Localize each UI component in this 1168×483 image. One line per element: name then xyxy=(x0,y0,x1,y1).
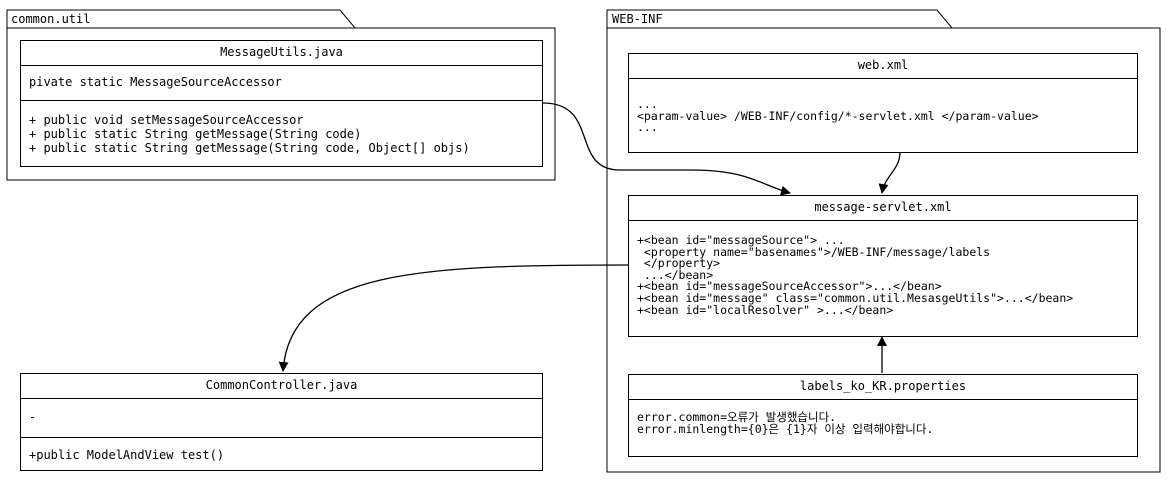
messageutils-method: + public static String getMessage(String… xyxy=(29,127,362,141)
messageutils-method: + public void setMessageSourceAccessor xyxy=(29,113,304,127)
servlet-line: +<bean id="localResolver" >...</bean> xyxy=(637,302,894,317)
messageutils-fields: pivate static MessageSourceAccessor xyxy=(21,66,542,101)
messageutils-method: + public static String getMessage(String… xyxy=(29,141,470,155)
labels-line: error.minlength={0}은 {1}자 이상 입력해야합니다. xyxy=(637,421,934,436)
messageutils-field: pivate static MessageSourceAccessor xyxy=(29,75,282,89)
labels-properties-box: labels_ko_KR.properties error.common=오류가… xyxy=(628,374,1138,457)
servlet-line: +<bean id="message" class="common.util.M… xyxy=(637,290,1074,305)
servlet-line: </property> xyxy=(637,256,721,271)
connector-messageutils-to-servlet xyxy=(542,102,791,196)
servlet-line: ...</bean> xyxy=(637,267,714,282)
webxml-line: ... xyxy=(637,120,658,135)
package-web-inf-label: WEB-INF xyxy=(612,12,663,26)
webxml-line: <param-value> /WEB-INF/config/*-servlet.… xyxy=(637,108,1039,123)
package-common-util-label: common.util xyxy=(11,12,91,26)
connector-servlet-to-controller xyxy=(278,264,629,372)
webxml-line: ... xyxy=(637,97,658,111)
labels-properties-content: error.common=오류가 발생했습니다.error.minlength=… xyxy=(629,400,1137,435)
connector-webxml-to-servlet xyxy=(878,151,901,194)
commoncontroller-method: +public ModelAndView test() xyxy=(29,448,225,462)
commoncontroller-fields: - xyxy=(21,399,542,438)
labels-properties-title: labels_ko_KR.properties xyxy=(629,375,1137,400)
messageutils-title: MessageUtils.java xyxy=(21,41,542,66)
labels-line: error.common=오류가 발생했습니다. xyxy=(637,410,837,424)
servlet-line: +<bean id="messageSourceAccessor">...</b… xyxy=(637,279,942,294)
messageutils-methods: + public void setMessageSourceAccessor+ … xyxy=(21,101,542,155)
commoncontroller-field: - xyxy=(29,410,37,424)
servlet-line: <property name="basenames">/WEB-INF/mess… xyxy=(637,244,991,259)
message-servlet-title: message-servlet.xml xyxy=(629,196,1137,221)
messageutils-class-box: MessageUtils.java pivate static MessageS… xyxy=(20,40,543,167)
webxml-title: web.xml xyxy=(629,54,1137,79)
commoncontroller-methods: +public ModelAndView test() xyxy=(21,438,542,472)
message-servlet-box: message-servlet.xml +<bean id="messageSo… xyxy=(628,195,1138,337)
webxml-box: web.xml ...<param-value> /WEB-INF/config… xyxy=(628,53,1138,153)
commoncontroller-title: CommonController.java xyxy=(21,374,542,399)
servlet-line: +<bean id="messageSource"> ... xyxy=(637,233,845,247)
message-servlet-content: +<bean id="messageSource"> ... <property… xyxy=(629,221,1137,316)
commoncontroller-class-box: CommonController.java - +public ModelAnd… xyxy=(20,373,543,471)
webxml-content: ...<param-value> /WEB-INF/config/*-servl… xyxy=(629,79,1137,134)
